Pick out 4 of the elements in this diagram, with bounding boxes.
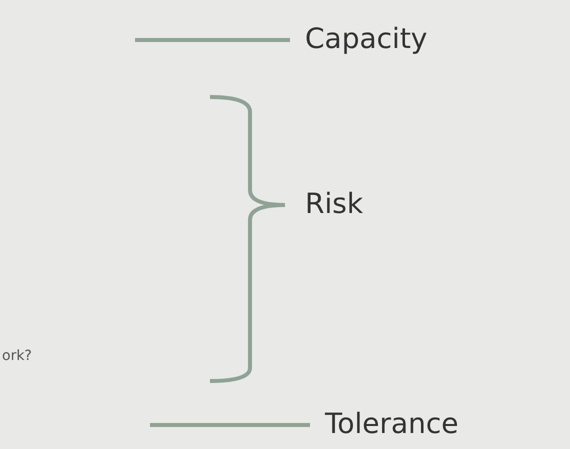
tolerance-label: Tolerance	[325, 410, 459, 438]
question-text: ork?	[2, 349, 32, 363]
capacity-label: Capacity	[305, 25, 428, 53]
risk-label: Risk	[305, 190, 364, 218]
